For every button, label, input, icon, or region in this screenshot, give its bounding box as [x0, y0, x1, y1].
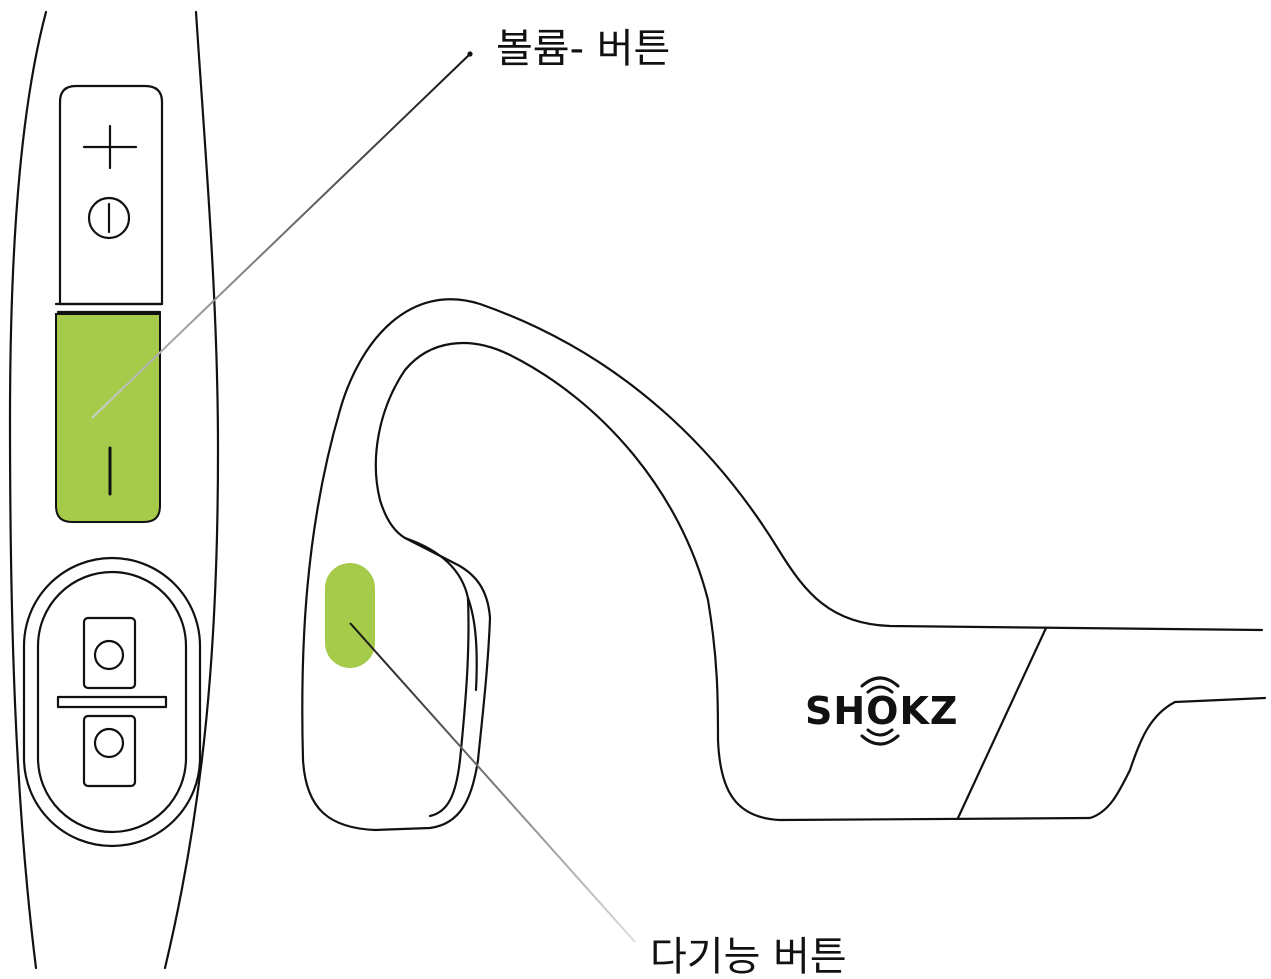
- charging-contact-top: [82, 616, 137, 690]
- port-inner-ring: [36, 570, 188, 834]
- multifunction-leader-line: [349, 622, 636, 943]
- brand-text: SHOKZ: [805, 689, 958, 733]
- volume-minus-leader-line: [91, 53, 471, 419]
- earpiece-outer-outline: [301, 298, 1267, 832]
- power-icon: [87, 196, 131, 240]
- multifunction-button[interactable]: [325, 563, 375, 668]
- band-left-edge: [8, 10, 48, 970]
- leader-dot: [467, 51, 473, 57]
- port-divider: [56, 695, 168, 709]
- sound-wave-icon: [860, 676, 900, 746]
- earpiece-inner-contour: [403, 536, 470, 818]
- control-unit-side-view: [8, 10, 220, 970]
- band-segment-divider: [956, 626, 1048, 820]
- charging-contact-bottom: [82, 714, 137, 788]
- volume-minus-button[interactable]: [55, 313, 161, 523]
- contact-pin-top: [93, 639, 125, 671]
- plus-icon: [82, 124, 138, 170]
- contact-pin-bottom: [93, 727, 125, 759]
- band-right-edge: [163, 10, 220, 970]
- hook-inner-line: [466, 596, 478, 692]
- port-outer-ring: [22, 556, 202, 848]
- multifunction-label: 다기능 버튼: [650, 934, 847, 979]
- headphone-earpiece: [301, 298, 1267, 832]
- charging-port: [22, 556, 202, 848]
- brand-logo: SHOKZ: [805, 676, 958, 746]
- volume-plus-key[interactable]: [58, 84, 164, 306]
- volume-minus-label: 볼륨- 버튼: [496, 26, 670, 72]
